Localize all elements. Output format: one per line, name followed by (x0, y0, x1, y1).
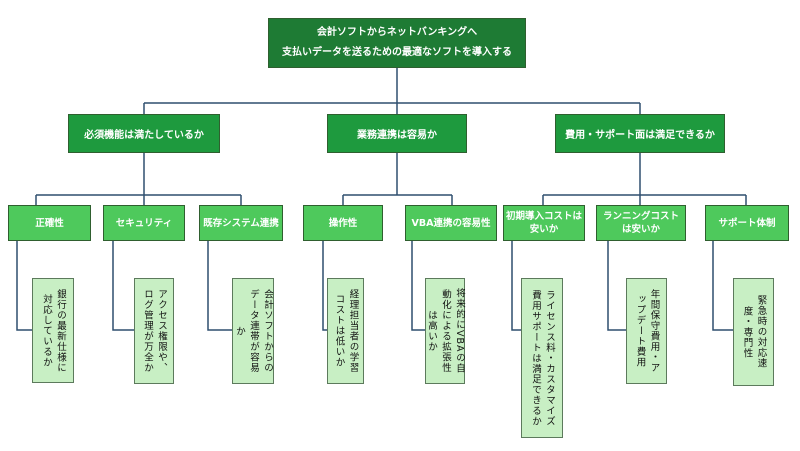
detail-text: ライセンス料・カスタマイズ費用サポートは満足できるか (530, 289, 555, 427)
category-label: 業務連携は容易か (357, 130, 437, 141)
detail-text: 経理担当者の学習コストは低いか (333, 289, 359, 373)
root-goal-box: 会計ソフトからネットバンキングへ 支払いデータを送るための最適なソフトを導入する (268, 18, 526, 68)
detail-text: アクセス権限や、ログ管理が万全か (142, 289, 167, 373)
detail-usability: 経理担当者の学習コストは低いか (327, 278, 364, 384)
criterion-support-system: サポート体制 (705, 205, 789, 241)
detail-text: 緊急時の対応速度・専門性 (741, 295, 767, 369)
category-label: 費用・サポート面は満足できるか (565, 130, 715, 141)
detail-text: 会計ソフトからのデータ連帯が容易か (234, 289, 273, 373)
criterion-system-integration: 既存システム連携 (199, 205, 283, 241)
criterion-label: サポート体制 (718, 217, 776, 229)
criterion-label: 操作性 (328, 217, 358, 229)
detail-security: アクセス権限や、ログ管理が万全か (134, 278, 174, 384)
root-goal-line-2: 支払いデータを送るための最適なソフトを導入する (282, 47, 512, 58)
detail-initial-cost: ライセンス料・カスタマイズ費用サポートは満足できるか (521, 278, 563, 438)
criterion-label: セキュリティ (115, 217, 173, 229)
criterion-label: ランニングコストは安いか (602, 211, 679, 235)
detail-support-system: 緊急時の対応速度・専門性 (733, 278, 774, 386)
detail-text: 将来的にVBAの自動化による拡張性は高いか (426, 288, 465, 374)
criterion-security: セキュリティ (103, 205, 185, 241)
detail-running-cost: 年間保守費用・アップデート費用 (626, 278, 667, 384)
category-label: 必須機能は満たしているか (84, 130, 204, 141)
category-cost-support: 費用・サポート面は満足できるか (555, 114, 725, 153)
root-goal-line-1: 会計ソフトからネットバンキングへ (316, 27, 478, 38)
criterion-label: VBA連携の容易性 (411, 217, 491, 229)
criterion-label: 既存システム連携 (203, 217, 279, 229)
criterion-accuracy: 正確性 (8, 205, 91, 241)
detail-accuracy: 銀行の最新仕様に対応しているか (32, 278, 74, 383)
category-required-functions: 必須機能は満たしているか (68, 114, 220, 153)
criterion-usability: 操作性 (303, 205, 383, 241)
detail-text: 年間保守費用・アップデート費用 (634, 289, 660, 373)
detail-text: 銀行の最新仕様に対応しているか (41, 288, 66, 373)
criterion-label: 初期導入コストは安いか (506, 211, 583, 235)
detail-system-integration: 会計ソフトからのデータ連帯が容易か (232, 278, 274, 384)
criterion-running-cost: ランニングコストは安いか (596, 205, 686, 241)
category-business-integration: 業務連携は容易か (327, 114, 467, 153)
criterion-vba-integration: VBA連携の容易性 (405, 205, 497, 241)
criterion-initial-cost: 初期導入コストは安いか (503, 205, 585, 241)
detail-vba-integration: 将来的にVBAの自動化による拡張性は高いか (425, 278, 465, 384)
criterion-label: 正確性 (35, 217, 64, 229)
